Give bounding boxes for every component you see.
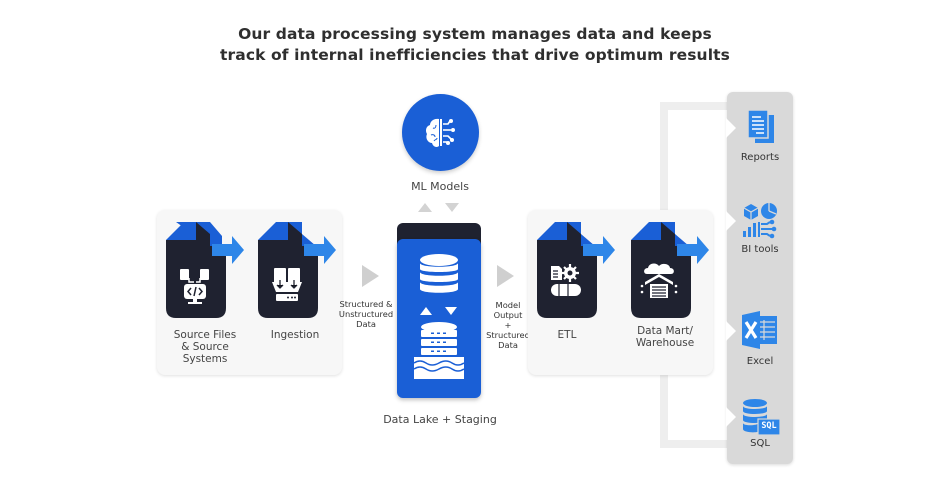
reports-icon <box>747 109 774 143</box>
flow-out-label-line: + <box>504 320 512 330</box>
data-lake-label: Data Lake + Staging <box>383 413 497 426</box>
output-connector-bottom <box>660 440 732 448</box>
output-connector-top <box>660 102 732 110</box>
source-files-label-line: & Source <box>181 341 229 353</box>
warehouse-card <box>631 222 709 318</box>
database-lake-icon <box>413 254 465 379</box>
title-line-1: Our data processing system manages data … <box>238 25 712 43</box>
bi-tools-label: BI tools <box>741 244 779 255</box>
sql-badge: SQL <box>761 421 777 431</box>
data-lake-node <box>397 223 481 398</box>
warehouse-label: Data Mart/ Warehouse <box>625 325 705 349</box>
sidebar-notch <box>726 118 736 138</box>
reports-label: Reports <box>740 152 780 163</box>
etl-card <box>537 222 615 318</box>
flow-out-arrow-icon <box>497 265 514 287</box>
sidebar-notch <box>726 321 736 341</box>
warehouse-label-line: Data Mart/ <box>637 325 693 337</box>
flow-in-label-line: Unstructured <box>338 309 394 319</box>
warehouse-label-line: Warehouse <box>635 337 695 349</box>
ingestion-card <box>258 222 336 318</box>
bi-tools-icon <box>743 203 777 239</box>
output-sidebar: Reports BI tools Excel <box>726 92 793 464</box>
excel-icon <box>742 311 777 349</box>
flow-in-label-line: Structured & <box>339 299 393 309</box>
flow-in-label-line: Data <box>356 319 376 329</box>
sidebar-notch <box>726 407 736 427</box>
flow-out-label-line: Data <box>498 340 518 350</box>
ml-down-arrow-icon <box>445 203 459 212</box>
sql-label: SQL <box>750 438 770 449</box>
flow-in-label: Structured & Unstructured Data <box>334 299 398 329</box>
source-files-label-line: Source Files <box>173 329 237 341</box>
brain-circuit-icon <box>426 118 455 147</box>
ingestion-label: Ingestion <box>270 329 320 341</box>
source-files-card <box>166 222 244 318</box>
ml-models-node <box>402 94 479 171</box>
sql-database-icon <box>743 399 781 436</box>
source-files-label-line: Systems <box>182 353 228 365</box>
sidebar-notch <box>726 211 736 231</box>
page-title: Our data processing system manages data … <box>0 24 950 66</box>
ml-models-label: ML Models <box>411 180 469 193</box>
etl-label: ETL <box>557 329 577 341</box>
flow-in-arrow-icon <box>362 265 379 287</box>
flow-out-label-line: Output <box>493 310 523 320</box>
source-files-label: Source Files & Source Systems <box>160 329 250 365</box>
excel-label: Excel <box>746 356 774 367</box>
title-line-2: track of internal inefficiencies that dr… <box>220 46 730 64</box>
ml-up-arrow-icon <box>418 203 432 212</box>
flow-out-label-line: Structured <box>486 330 530 340</box>
flow-out-label: Model Output + Structured Data <box>480 300 536 350</box>
flow-out-label-line: Model <box>495 300 521 310</box>
